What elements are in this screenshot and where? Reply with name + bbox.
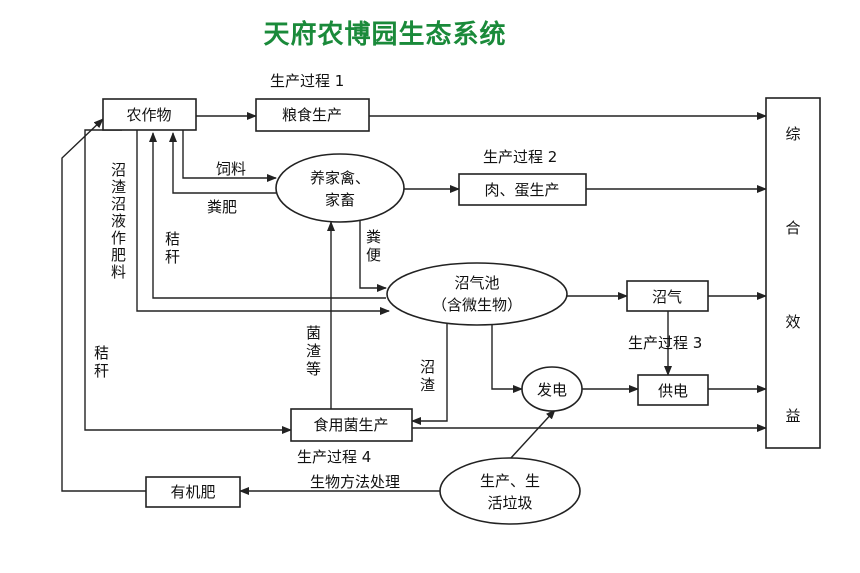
label-residue-fert-4: 液 xyxy=(111,212,126,230)
arrow-biogas-to-fungus xyxy=(411,320,448,425)
label-straw-a-1: 秸 xyxy=(165,230,180,248)
node-garbage-label-2: 活垃圾 xyxy=(487,494,532,512)
node-benefit: 综 合 效 益 xyxy=(765,97,821,449)
node-power-supply: 供电 xyxy=(637,374,709,406)
node-biogas-label-2: （含微生物） xyxy=(432,296,522,314)
arrow-biogas-to-crops xyxy=(149,132,386,299)
edge-labels: 生产过程 1 生产过程 2 生产过程 3 生产过程 4 饲料 粪肥 生物方法处理… xyxy=(94,72,702,491)
arrow-crops-to-biogas xyxy=(136,130,390,315)
label-straw-b-1: 秸 xyxy=(94,344,109,362)
label-process-1: 生产过程 1 xyxy=(270,72,344,90)
label-process-4: 生产过程 4 xyxy=(297,448,371,466)
label-residue-fert-6: 肥 xyxy=(111,246,126,264)
node-benefit-char-4: 益 xyxy=(785,407,800,425)
node-biogas: 沼气池 （含微生物） xyxy=(386,262,568,326)
label-process-2: 生产过程 2 xyxy=(483,148,557,166)
node-fungus: 食用菌生产 xyxy=(290,408,413,442)
label-fungus-residue-3: 等 xyxy=(306,360,321,378)
node-benefit-char-3: 效 xyxy=(785,313,800,331)
arrow-manure xyxy=(169,132,276,194)
node-biogas-label-1: 沼气池 xyxy=(454,274,499,292)
label-biogas-residue-1: 沼 xyxy=(420,358,435,376)
arrow-excrement xyxy=(359,221,387,292)
label-process-3: 生产过程 3 xyxy=(628,334,702,352)
node-power-gen-label: 发电 xyxy=(537,381,567,399)
label-bio-process: 生物方法处理 xyxy=(310,473,400,491)
label-residue-fert-5: 作 xyxy=(111,229,126,247)
node-crops: 农作物 xyxy=(102,98,197,131)
arrow-garbage-to-power xyxy=(509,409,556,460)
label-straw-a-2: 秆 xyxy=(165,248,180,266)
node-crops-label: 农作物 xyxy=(126,106,171,124)
connectors xyxy=(61,112,767,495)
node-poultry: 养家禽、 家畜 xyxy=(275,153,405,223)
arrow-fertilizer-to-crops xyxy=(61,118,146,492)
diagram-title: 天府农博园生态系统 xyxy=(263,20,507,50)
label-residue-fert-1: 沼 xyxy=(111,161,126,179)
node-grain-label: 粮食生产 xyxy=(282,106,342,124)
node-benefit-char-1: 综 xyxy=(785,125,800,143)
arrow-biogas-to-power xyxy=(491,322,523,393)
node-poultry-label-2: 家畜 xyxy=(325,191,355,209)
label-excrement-1: 粪 xyxy=(366,228,381,246)
label-feed: 饲料 xyxy=(216,160,246,178)
label-residue-fert-3: 沼 xyxy=(111,195,126,213)
node-meat: 肉、蛋生产 xyxy=(458,173,587,206)
node-fertilizer-label: 有机肥 xyxy=(170,483,215,501)
node-garbage: 生产、生 活垃圾 xyxy=(439,457,581,525)
node-fertilizer: 有机肥 xyxy=(145,476,241,508)
node-power-supply-label: 供电 xyxy=(658,382,688,400)
node-gas: 沼气 xyxy=(626,280,709,312)
arrow-feed xyxy=(182,130,277,182)
label-fungus-residue-1: 菌 xyxy=(306,324,321,342)
label-biogas-residue-2: 渣 xyxy=(420,376,435,394)
node-garbage-label-1: 生产、生 xyxy=(480,472,540,490)
node-grain: 粮食生产 xyxy=(255,98,370,132)
node-meat-label: 肉、蛋生产 xyxy=(484,181,559,199)
node-fungus-label: 食用菌生产 xyxy=(313,416,388,434)
node-poultry-label-1: 养家禽、 xyxy=(310,169,370,187)
label-manure: 粪肥 xyxy=(207,198,237,216)
node-gas-label: 沼气 xyxy=(652,288,682,306)
label-straw-b-2: 秆 xyxy=(94,362,109,380)
label-residue-fert-7: 料 xyxy=(111,263,126,281)
node-power-gen: 发电 xyxy=(521,366,583,412)
label-fungus-residue-2: 渣 xyxy=(306,342,321,360)
label-residue-fert-2: 渣 xyxy=(111,178,126,196)
label-excrement-2: 便 xyxy=(366,246,381,264)
node-benefit-char-2: 合 xyxy=(785,219,800,237)
